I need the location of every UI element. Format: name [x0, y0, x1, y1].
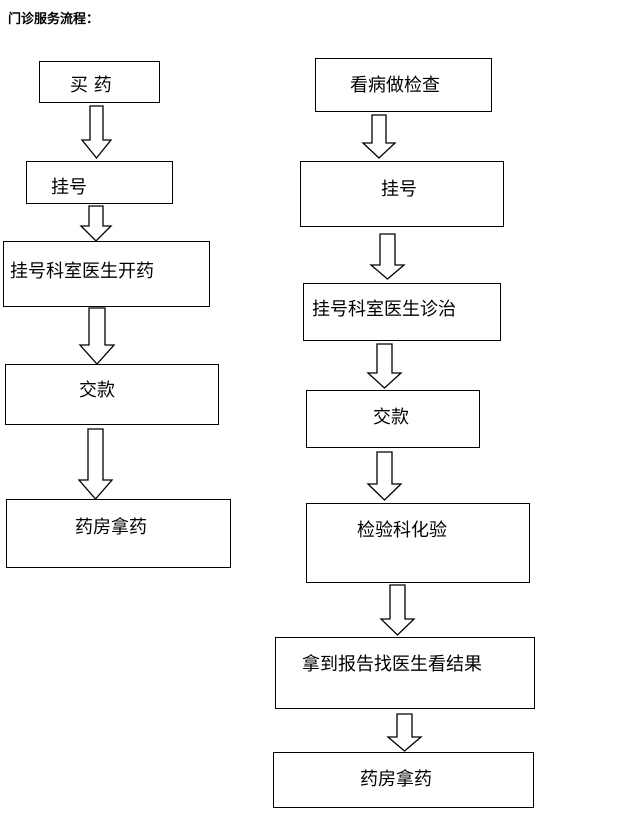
flow-step-pharmacy-pickup: 药房拿药 [6, 499, 231, 568]
flow-step-doctor-diagnosis: 挂号科室医生诊治 [303, 283, 501, 341]
flow-step-label: 检验科化验 [357, 520, 447, 541]
flow-step-label: 买 药 [70, 75, 112, 96]
down-arrow [369, 233, 406, 280]
down-arrow [361, 114, 397, 159]
flow-step-label: 看病做检查 [350, 75, 440, 96]
flowchart-title: 门诊服务流程： [8, 12, 100, 27]
flow-step-label: 交款 [373, 407, 409, 428]
flow-step-label: 挂号科室医生诊治 [312, 299, 456, 320]
down-arrow [77, 428, 114, 500]
flow-step-lab-test: 检验科化验 [306, 503, 530, 583]
down-arrow [78, 307, 116, 365]
flow-step-pay: 交款 [306, 390, 480, 448]
flow-step-see-doctor-exam: 看病做检查 [315, 58, 492, 112]
flow-step-label: 挂号科室医生开药 [10, 261, 154, 282]
down-arrow [80, 105, 113, 160]
down-arrow [386, 713, 423, 752]
flow-step-buy-medicine: 买 药 [39, 61, 160, 103]
down-arrow [366, 343, 403, 389]
flow-step-label: 挂号 [381, 179, 417, 200]
flow-step-register: 挂号 [300, 161, 504, 227]
down-arrow [379, 584, 416, 636]
down-arrow [79, 205, 113, 242]
flow-step-register: 挂号 [26, 161, 173, 204]
flow-step-label: 交款 [79, 380, 115, 401]
flow-step-label: 药房拿药 [75, 517, 147, 538]
flow-step-label: 药房拿药 [360, 769, 432, 790]
down-arrow [366, 451, 403, 501]
flow-step-get-report: 拿到报告找医生看结果 [275, 637, 535, 709]
flow-step-doctor-prescribes: 挂号科室医生开药 [3, 241, 210, 307]
flow-step-pharmacy-pickup: 药房拿药 [273, 752, 534, 808]
flow-step-pay: 交款 [5, 364, 219, 425]
flow-step-label: 拿到报告找医生看结果 [302, 654, 482, 675]
flow-step-label: 挂号 [51, 177, 87, 198]
